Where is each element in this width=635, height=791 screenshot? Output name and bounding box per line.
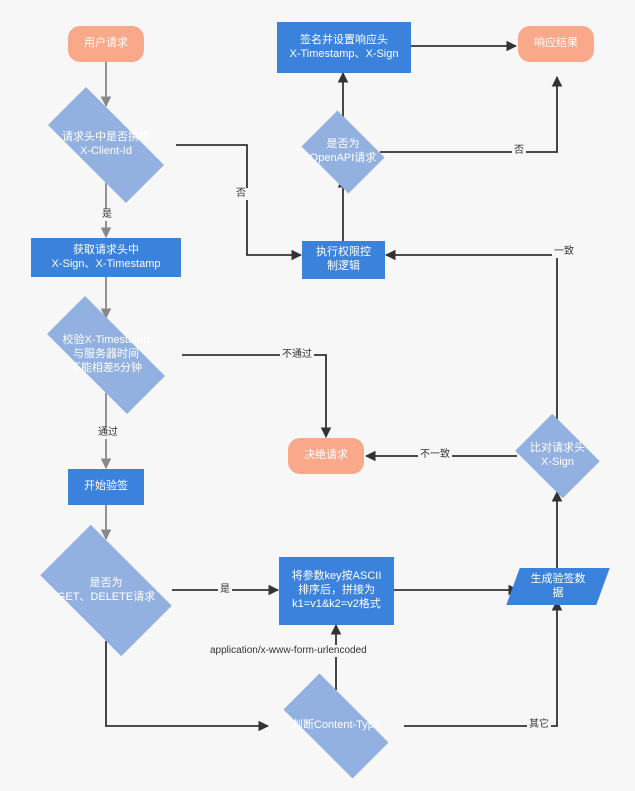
edge-label-yes-client-id: 是 bbox=[100, 209, 114, 221]
edge-label-pass-timestamp: 通过 bbox=[96, 427, 120, 439]
node-sort-params-label: 将参数key按ASCII 排序后，拼接为 k1=v1&k2=v2格式 bbox=[291, 570, 382, 610]
node-sign-response-label: 签名并设置响应头 X-Timestamp、X-Sign bbox=[289, 33, 399, 60]
node-auth-logic[interactable]: 执行权限控 制逻辑 bbox=[302, 241, 385, 279]
node-user-request-label: 用户请求 bbox=[84, 37, 128, 50]
edge-label-sign-match: 一致 bbox=[552, 246, 576, 258]
edge-is-openapi-no bbox=[380, 75, 563, 153]
node-check-timestamp[interactable]: 校验X-Timestamp 与服务器时间 不能相差5分钟 bbox=[26, 295, 186, 415]
node-has-client-id-label: 请求头中是否携带 X-Client-Id bbox=[62, 131, 150, 157]
edge-content-type-other bbox=[404, 599, 563, 727]
node-is-get-delete[interactable]: 是否为 GET、DELETE请求 bbox=[25, 524, 187, 657]
node-check-timestamp-label: 校验X-Timestamp 与服务器时间 不能相差5分钟 bbox=[62, 334, 150, 374]
edge-is-get-delete-no bbox=[105, 641, 270, 732]
node-reject-request-label: 决绝请求 bbox=[304, 449, 348, 462]
edge-label-yes-get-delete: 是 bbox=[218, 584, 232, 596]
edge-label-sign-mismatch: 不一致 bbox=[418, 449, 452, 461]
edge-label-not-openapi: 否 bbox=[512, 145, 526, 157]
edge-check-timestamp-fail bbox=[182, 354, 332, 439]
node-response-result[interactable]: 响应结果 bbox=[518, 26, 594, 62]
edge-has-client-id-no bbox=[176, 144, 303, 261]
node-start-verify-label: 开始验签 bbox=[84, 480, 128, 493]
node-is-openapi[interactable]: 是否为 OpenAPI请求 bbox=[296, 110, 390, 194]
node-compare-sign-label: 比对请求头 X-Sign bbox=[530, 442, 585, 468]
node-get-headers-label: 获取请求头中 X-Sign、X-Timestamp bbox=[51, 243, 161, 270]
node-sign-response[interactable]: 签名并设置响应头 X-Timestamp、X-Sign bbox=[277, 22, 411, 73]
node-is-openapi-label: 是否为 OpenAPI请求 bbox=[309, 138, 377, 164]
node-reject-request[interactable]: 决绝请求 bbox=[288, 438, 364, 474]
node-judge-content-type-label: 判断Content-Type bbox=[291, 719, 381, 732]
edge-label-content-type-other: 其它 bbox=[527, 719, 551, 731]
node-user-request[interactable]: 用户请求 bbox=[68, 26, 144, 62]
node-start-verify[interactable]: 开始验签 bbox=[68, 469, 144, 505]
node-compare-sign[interactable]: 比对请求头 X-Sign bbox=[510, 413, 605, 499]
edge-label-no-client-id: 否 bbox=[234, 188, 248, 200]
node-judge-content-type[interactable]: 判断Content-Type bbox=[267, 673, 405, 779]
node-has-client-id[interactable]: 请求头中是否携带 X-Client-Id bbox=[28, 86, 184, 204]
edge-label-fail-timestamp: 不通过 bbox=[280, 349, 314, 361]
edge-label-content-type-form: application/x-www-form-urlencoded bbox=[208, 645, 369, 657]
node-sort-params[interactable]: 将参数key按ASCII 排序后，拼接为 k1=v1&k2=v2格式 bbox=[279, 557, 394, 625]
node-get-headers[interactable]: 获取请求头中 X-Sign、X-Timestamp bbox=[31, 238, 181, 277]
node-response-result-label: 响应结果 bbox=[534, 37, 578, 50]
node-auth-logic-label: 执行权限控 制逻辑 bbox=[316, 246, 371, 272]
node-gen-sign-data-label: 生成验签数 据 bbox=[530, 572, 586, 599]
node-gen-sign-data[interactable]: 生成验签数 据 bbox=[506, 568, 610, 605]
node-is-get-delete-label: 是否为 GET、DELETE请求 bbox=[56, 576, 156, 603]
edge-compare-match bbox=[384, 249, 558, 420]
